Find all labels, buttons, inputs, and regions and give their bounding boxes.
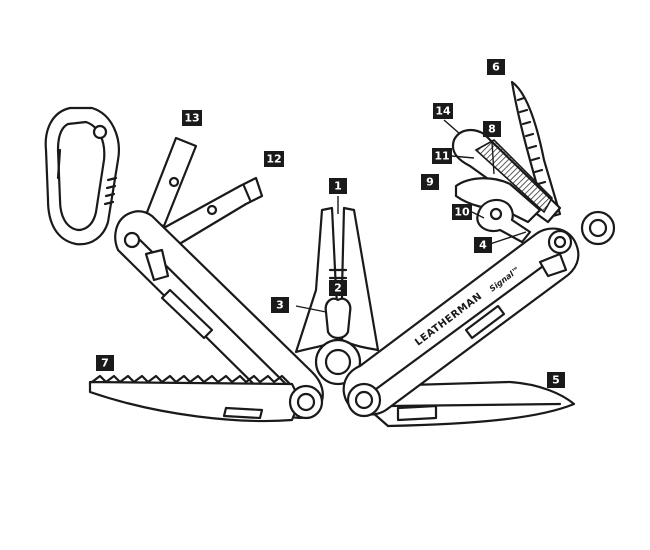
callout-11: 11 <box>432 148 452 164</box>
knife-blade <box>370 380 576 428</box>
callout-4: 4 <box>474 237 492 253</box>
pivot-left <box>288 384 324 420</box>
svg-text:12: 12 <box>266 153 281 166</box>
opener-tool <box>454 177 542 244</box>
carabiner-tool <box>44 106 120 246</box>
pivot-top-right <box>547 229 573 255</box>
leader-lines <box>295 119 527 313</box>
callout-5: 5 <box>547 372 565 388</box>
svg-text:3: 3 <box>276 299 284 312</box>
svg-text:10: 10 <box>454 206 470 219</box>
pivot-right <box>346 382 382 418</box>
saw-blade <box>88 374 302 423</box>
svg-text:7: 7 <box>101 357 109 370</box>
callout-8: 8 <box>483 121 501 137</box>
callout-7: 7 <box>96 355 114 371</box>
callout-2: 2 <box>329 280 347 296</box>
svg-text:1: 1 <box>334 180 342 193</box>
svg-text:14: 14 <box>435 105 451 118</box>
svg-text:5: 5 <box>552 374 560 387</box>
callout-12: 12 <box>264 151 284 167</box>
callout-3: 3 <box>271 297 289 313</box>
file-tool <box>451 128 562 224</box>
svg-text:2: 2 <box>334 282 342 295</box>
callout-14: 14 <box>433 103 453 119</box>
callout-6: 6 <box>487 59 505 75</box>
callout-1: 1 <box>329 178 347 194</box>
lanyard-ring <box>580 210 616 246</box>
callout-13: 13 <box>182 110 202 126</box>
left-handle <box>114 210 324 419</box>
callout-10: 10 <box>452 204 472 220</box>
svg-text:8: 8 <box>488 123 496 136</box>
svg-text:13: 13 <box>184 112 199 125</box>
svg-text:4: 4 <box>479 239 487 252</box>
callout-9: 9 <box>421 174 439 190</box>
svg-text:9: 9 <box>426 176 434 189</box>
svg-text:6: 6 <box>492 61 500 74</box>
screwdriver-blade <box>142 136 198 228</box>
svg-text:11: 11 <box>434 150 449 163</box>
